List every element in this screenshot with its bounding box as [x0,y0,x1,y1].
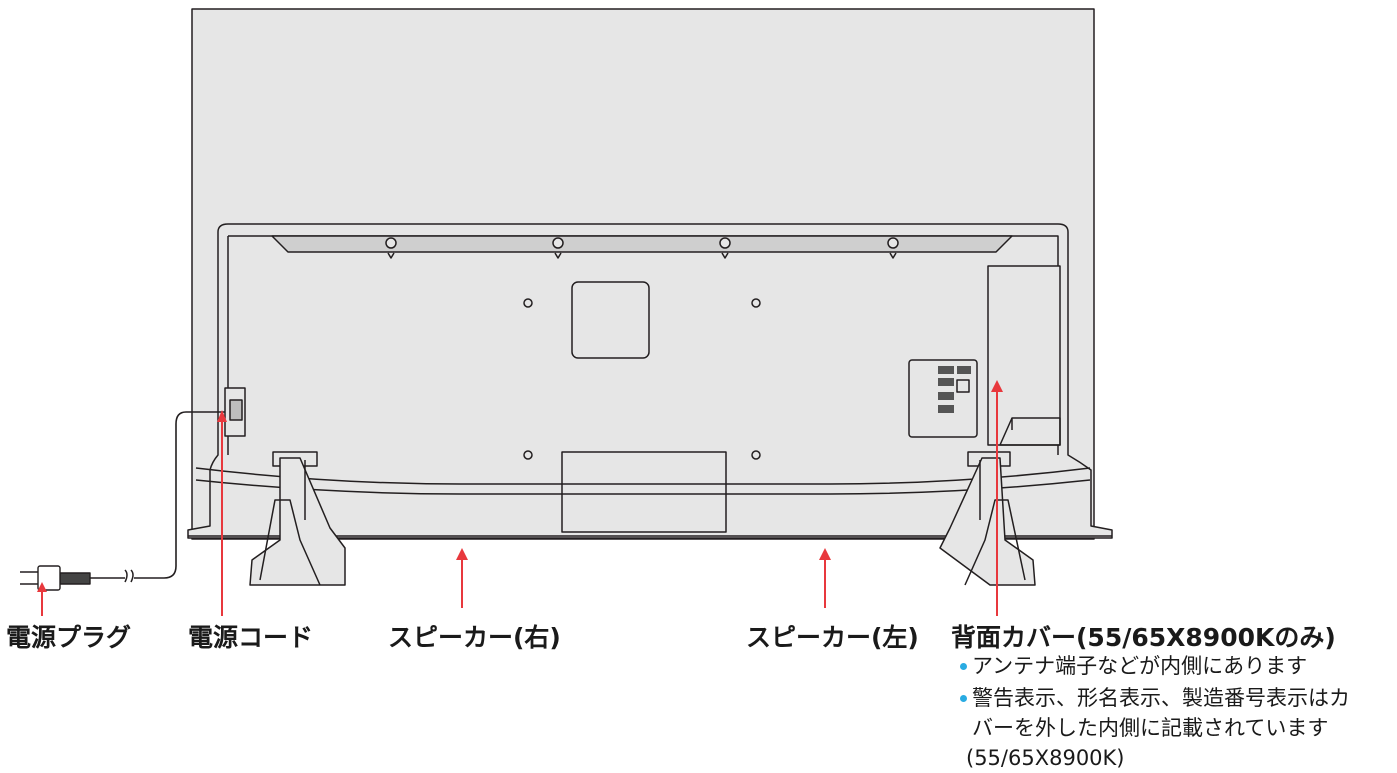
label-back-cover: 背面カバー(55/65X8900Kのみ) [951,623,1336,652]
stand-right [939,451,1036,586]
label-speaker-left: スピーカー(左) [746,623,919,652]
grille-screws [385,237,899,259]
lower-cover [561,451,727,533]
note-bullet [960,663,967,670]
label-power-plug: 電源プラグ [6,623,132,652]
label-speaker-right: スピーカー(右) [388,623,561,652]
power-cord [134,411,225,579]
speaker-grille [271,235,1013,253]
terminal-panel [908,359,978,438]
power-plug-drawing [20,565,91,591]
rear-housing [187,223,1113,539]
note-bullet [960,695,967,702]
note-warning-line1: 警告表示、形名表示、製造番号表示はカ [972,686,1350,710]
label-power-cord: 電源コード [188,623,314,652]
note-antenna: アンテナ端子などが内側にあります [972,654,1308,678]
center-plate [571,281,650,359]
note-warning-line2: バーを外した内側に記載されています [972,716,1329,740]
note-warning-line3: (55/65X8900K) [966,746,1125,770]
stand-left [249,451,346,586]
